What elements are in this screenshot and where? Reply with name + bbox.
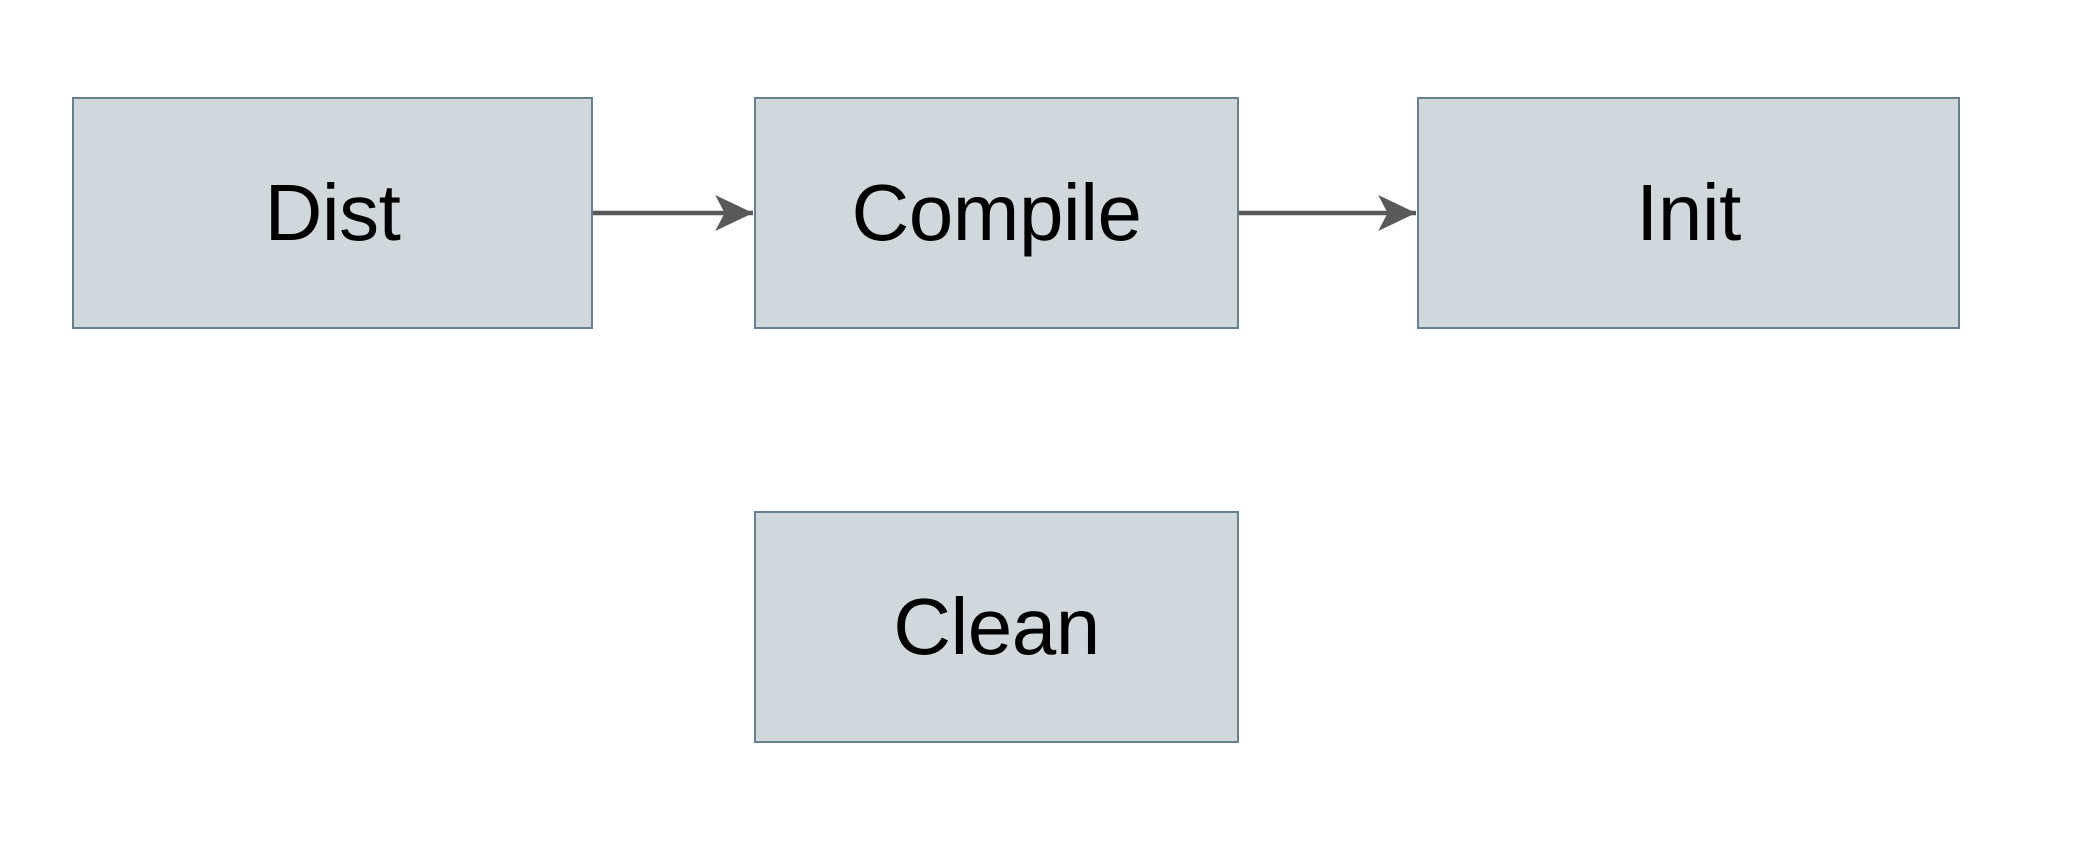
- node-dist[interactable]: Dist: [72, 97, 593, 329]
- node-compile-label: Compile: [851, 168, 1142, 257]
- node-clean-label: Clean: [893, 582, 1100, 671]
- node-init-label: Init: [1636, 168, 1741, 257]
- node-clean[interactable]: Clean: [754, 511, 1239, 743]
- node-compile[interactable]: Compile: [754, 97, 1239, 329]
- node-dist-label: Dist: [264, 168, 401, 257]
- edge-dist-to-compile-arrow-icon[interactable]: [593, 196, 756, 230]
- edge-compile-to-init-arrow-icon[interactable]: [1239, 196, 1419, 230]
- node-init[interactable]: Init: [1417, 97, 1960, 329]
